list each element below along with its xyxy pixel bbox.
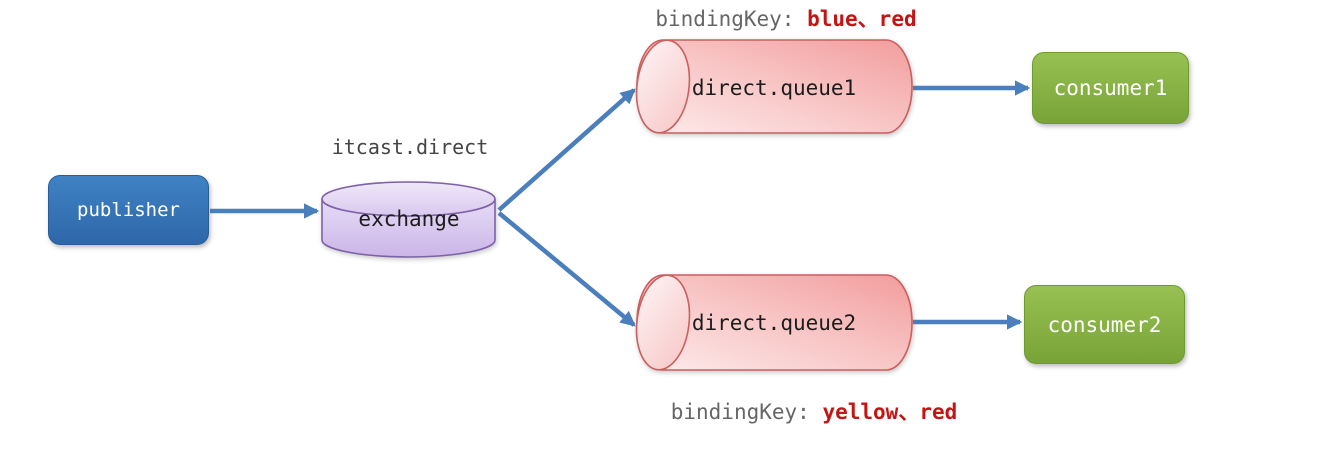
exchange-name-label: itcast.direct (331, 135, 489, 159)
binding-key-prefix: bindingKey: (655, 7, 795, 31)
publisher-label: publisher (77, 199, 180, 221)
queue1-label: direct.queue1 (691, 76, 857, 100)
queue1-cylinder (635, 39, 913, 134)
binding-key-prefix: bindingKey: (670, 400, 810, 424)
publisher-node: publisher (48, 175, 209, 245)
queue1-binding-key-annotation: bindingKey: blue、red (655, 3, 916, 33)
consumer2-label: consumer2 (1047, 312, 1162, 337)
binding-key-values: blue、red (807, 7, 917, 31)
arrow-exchange-to-queue1 (497, 88, 636, 212)
consumer2-node: consumer2 (1024, 285, 1185, 364)
arrow-exchange-to-queue2 (497, 211, 636, 327)
exchange-label: exchange (358, 207, 460, 231)
consumer1-node: consumer1 (1032, 52, 1189, 124)
queue2-label: direct.queue2 (691, 311, 857, 335)
queue2-cylinder (635, 274, 913, 371)
consumer1-label: consumer1 (1053, 76, 1168, 100)
binding-key-values: yellow、red (822, 400, 958, 424)
queue2-binding-key-annotation: bindingKey: yellow、red (671, 396, 958, 426)
exchange-cylinder (321, 181, 496, 258)
